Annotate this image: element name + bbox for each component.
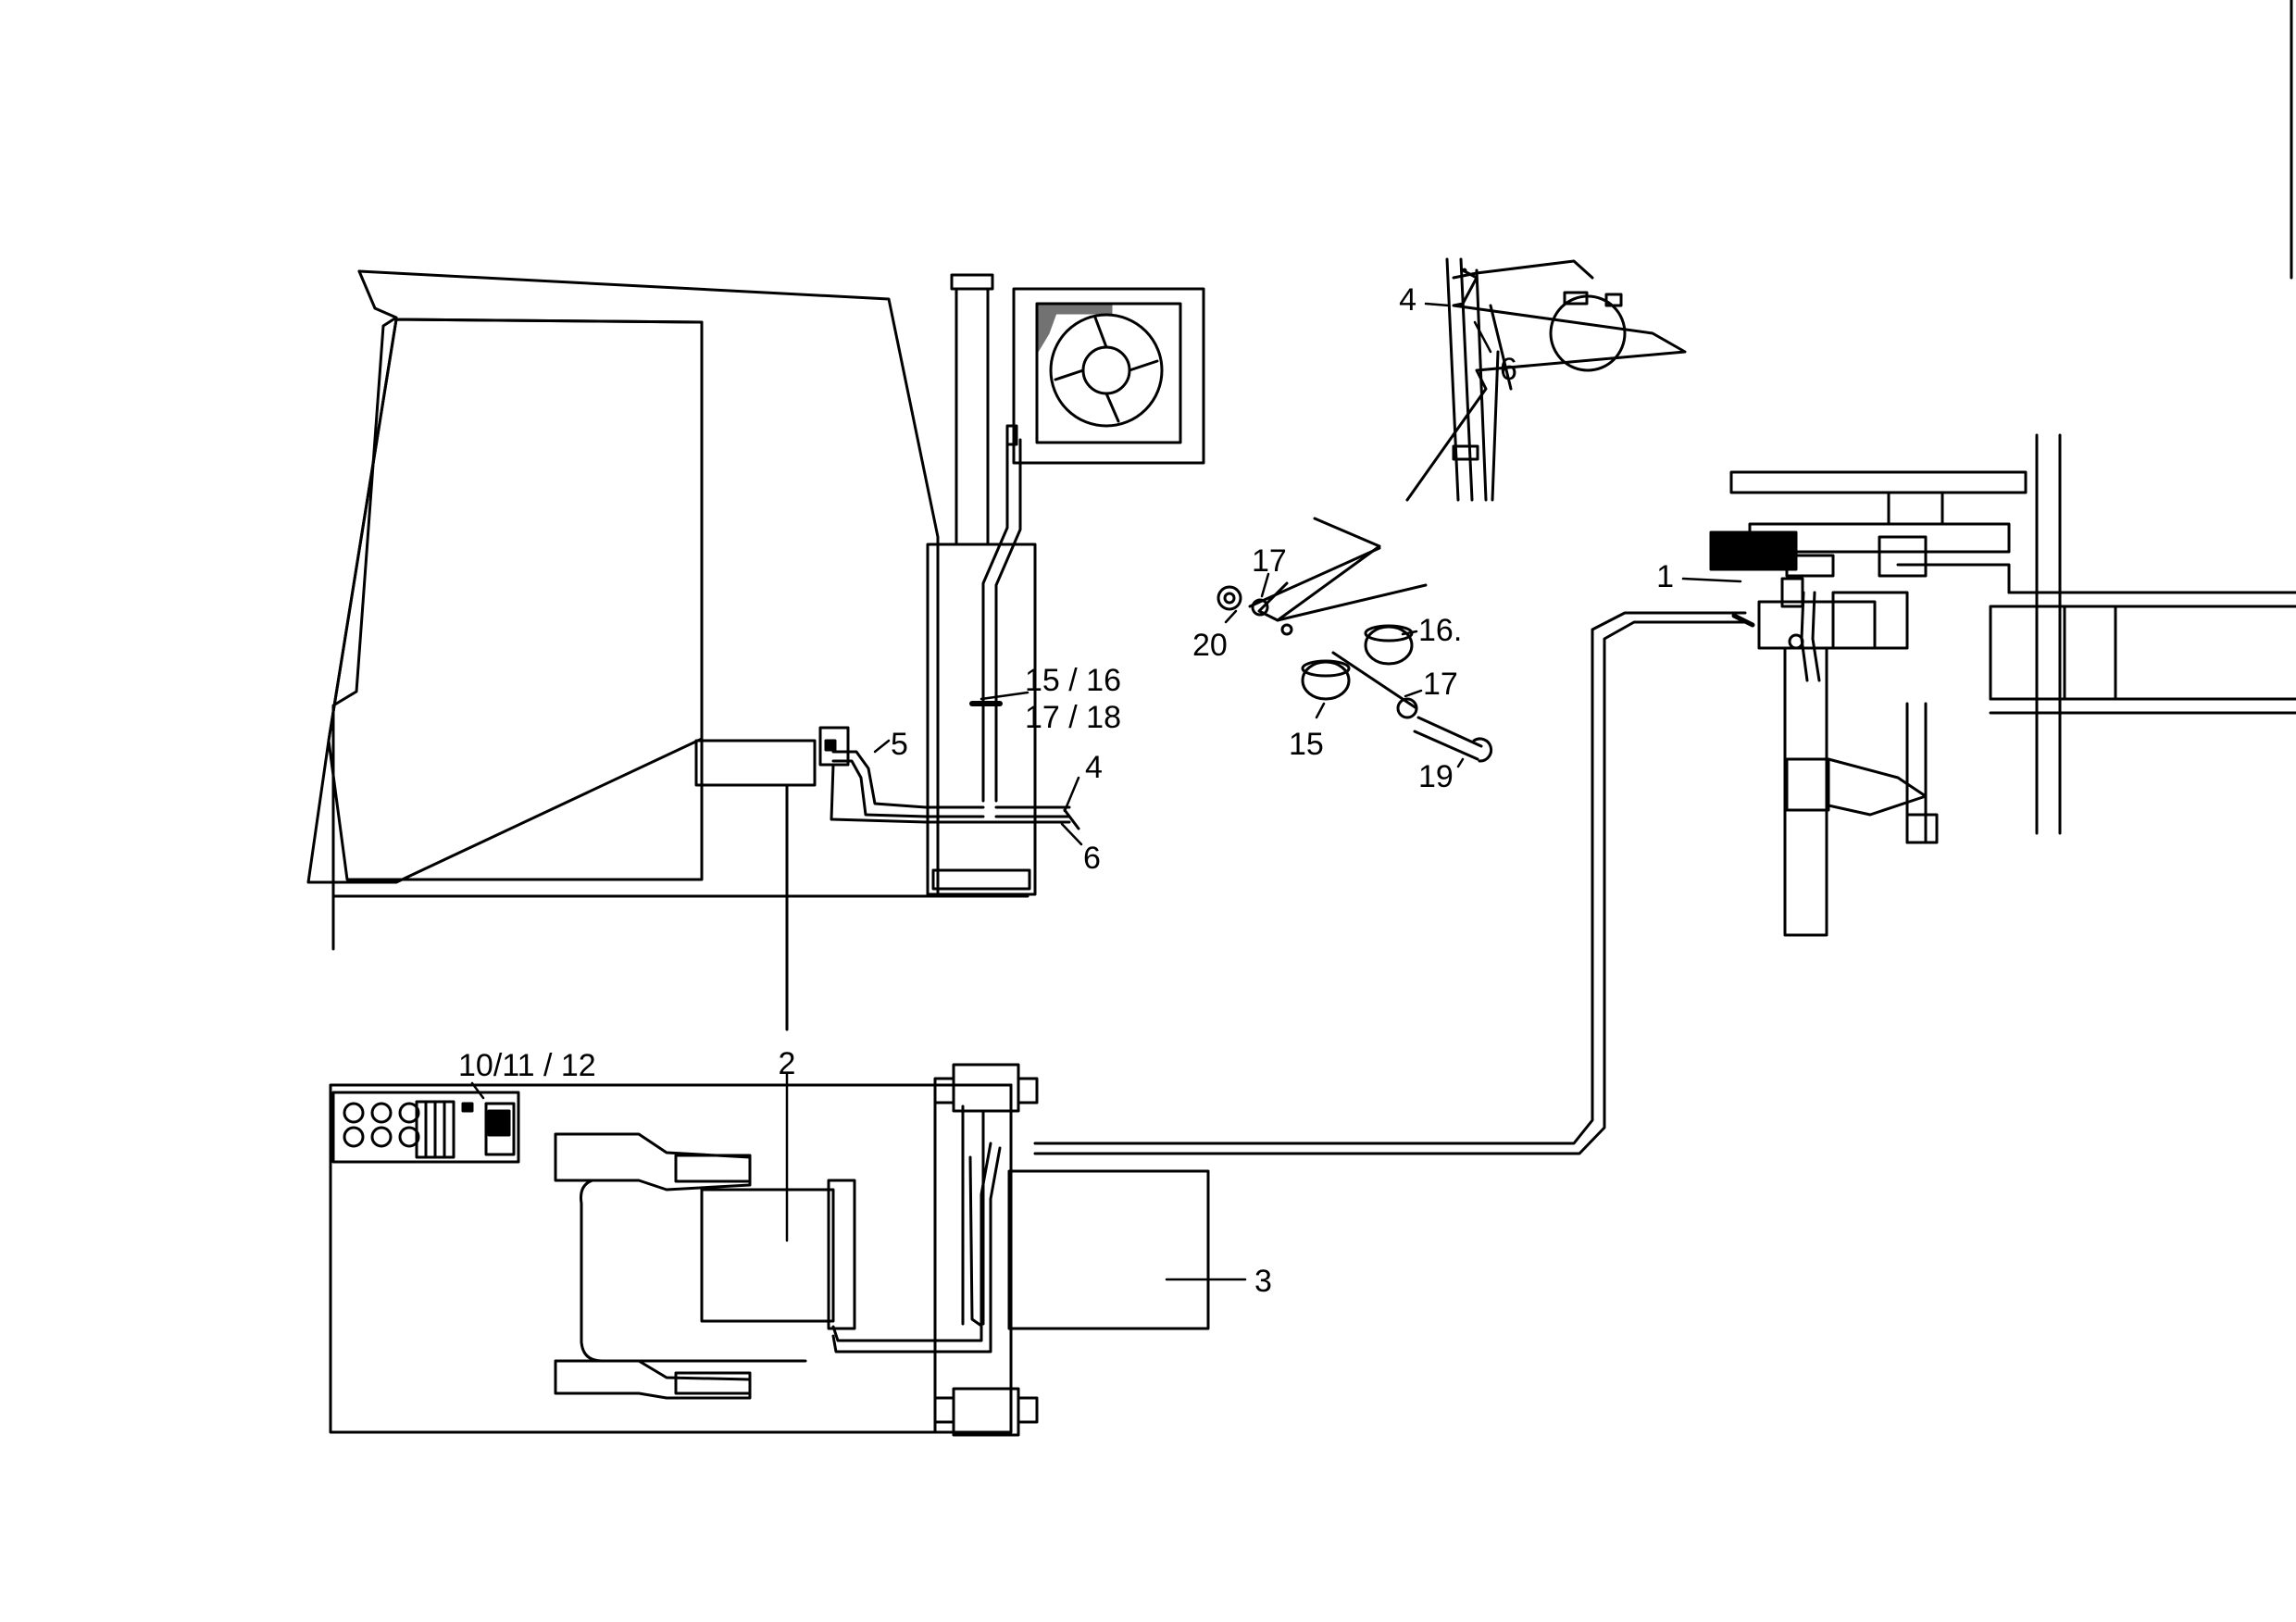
callout-19: 19 bbox=[1418, 759, 1454, 794]
cab-outline bbox=[306, 269, 1029, 951]
tractor-plan bbox=[554, 1132, 856, 1400]
callout-20: 20 bbox=[1192, 628, 1228, 663]
callout-15-16: 15 / 16 bbox=[1025, 663, 1121, 698]
cab-post bbox=[926, 273, 1037, 896]
junction-box bbox=[694, 726, 850, 1031]
callout-17-top: 17 bbox=[1252, 543, 1287, 579]
callout-labels: 1 2 3 4 4 5 6 6 10/11 / 12 15 / 16 17 / … bbox=[458, 282, 1674, 1299]
callout-5: 5 bbox=[891, 727, 908, 762]
fan-unit bbox=[1005, 287, 1205, 465]
callout-17-18: 17 / 18 bbox=[1025, 700, 1121, 735]
callout-4-cab: 4 bbox=[1085, 750, 1103, 785]
callout-4-detail: 4 bbox=[1399, 282, 1416, 318]
callout-3: 3 bbox=[1254, 1264, 1272, 1299]
console-plan bbox=[329, 1063, 1039, 1437]
gauge-panel bbox=[331, 1091, 520, 1164]
callout-1: 1 bbox=[1656, 559, 1674, 594]
callout-15: 15 bbox=[1289, 727, 1324, 762]
callout-6-detail: 6 bbox=[1500, 352, 1517, 387]
callout-2: 2 bbox=[779, 1046, 796, 1081]
main-cable bbox=[1033, 611, 1755, 1155]
battery-box bbox=[1007, 1169, 1210, 1330]
mount-bracket-detail bbox=[1405, 257, 1687, 502]
callout-17-bottom: 17 bbox=[1423, 667, 1458, 702]
leader-lines bbox=[470, 302, 1742, 1281]
machine-section bbox=[1709, 433, 2296, 937]
cab-cable bbox=[830, 438, 1080, 830]
console-cables bbox=[831, 1104, 1002, 1354]
callout-16: 16. bbox=[1418, 613, 1462, 648]
cab-window bbox=[327, 318, 704, 881]
callout-6-cab: 6 bbox=[1083, 841, 1101, 876]
callout-10-11-12: 10/11 / 12 bbox=[458, 1048, 596, 1083]
